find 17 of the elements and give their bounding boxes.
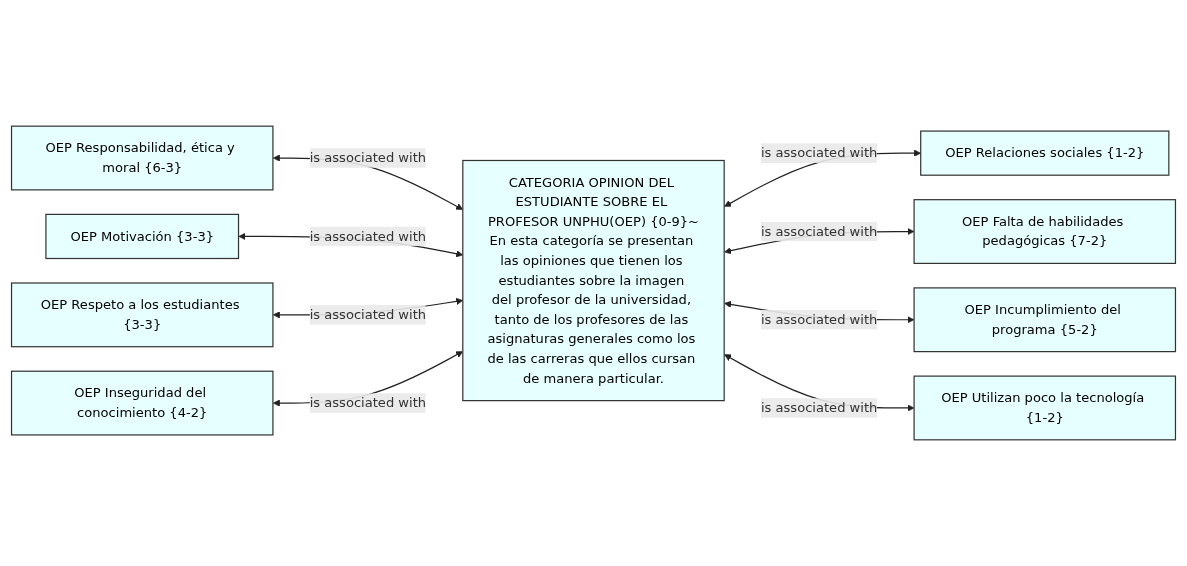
- node-box: OEP Falta de habilidades pedagógicas {7-2}: [913, 199, 1177, 264]
- node-box: OEP Motivación {3-3}: [45, 213, 240, 260]
- edge-label: is associated with: [760, 399, 878, 416]
- edge-label: is associated with: [760, 223, 878, 239]
- node-box: OEP Inseguridad del conocimiento {4-2}: [10, 370, 274, 436]
- node-box: CATEGORIA OPINION DEL ESTUDIANTE SOBRE EL PROFESOR UNPHU(OEP) {0-9}~ En esta categoría se presentan las opiniones que tienen los estudiantes sobre la imagen del profesor de la universidad, tanto de los profesores de las asignaturas generales como los de las carreras que ellos cursan de manera particular.: [462, 159, 725, 402]
- edge-label: is associated with: [309, 228, 427, 244]
- edge-label: is associated with: [309, 394, 427, 411]
- node-box: OEP Incumplimiento del programa {5-2}: [913, 287, 1177, 353]
- node-box: OEP Relaciones sociales {1-2}: [920, 130, 1170, 176]
- node-box: OEP Utilizan poco la tecnología {1-2}: [913, 375, 1177, 441]
- edge-label: is associated with: [760, 311, 878, 328]
- edge-label: is associated with: [309, 149, 427, 166]
- node-box: OEP Responsabilidad, ética y moral {6-3}: [10, 125, 274, 191]
- edge-label: is associated with: [760, 144, 878, 161]
- node-box: OEP Respeto a los estudiantes {3-3}: [10, 282, 274, 348]
- edge-label: is associated with: [309, 306, 427, 323]
